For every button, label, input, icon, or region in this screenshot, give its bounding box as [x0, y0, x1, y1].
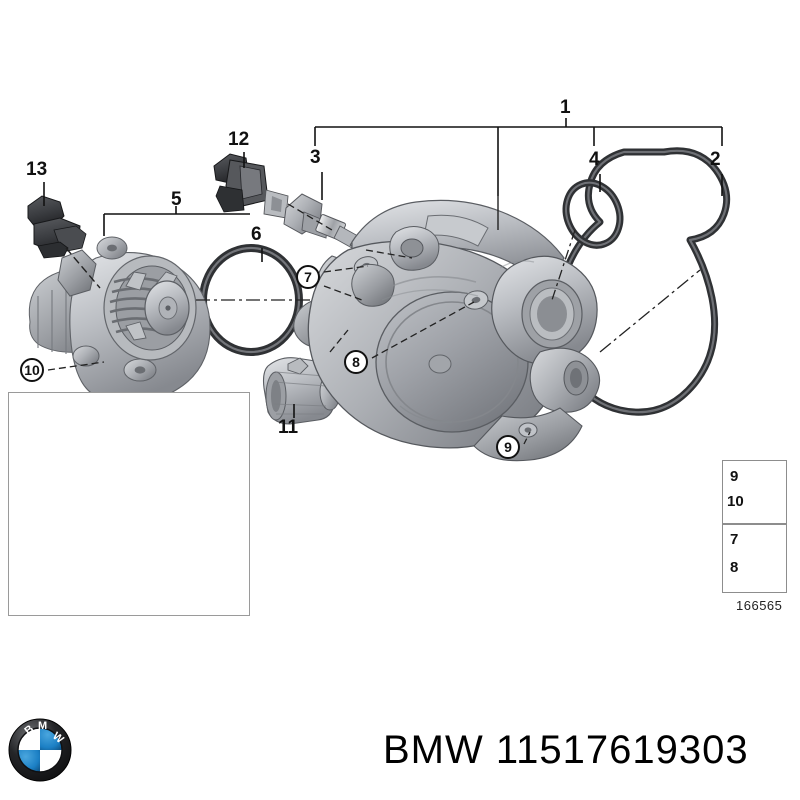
callout-1: 1	[560, 97, 571, 118]
group-bracket-5	[103, 206, 250, 236]
oring-4-artwork	[562, 179, 624, 249]
connector-13-artwork	[27, 195, 87, 259]
callout-circled-7: 7	[296, 265, 320, 289]
group-bracket-1	[314, 118, 723, 196]
callout-6: 6	[251, 224, 262, 245]
svg-text:M: M	[38, 720, 47, 732]
coolant-pump-body-artwork	[293, 199, 601, 462]
callout-3: 3	[310, 147, 321, 168]
engine-block-location-inset	[8, 392, 250, 616]
legend-label-10: 10	[727, 493, 744, 510]
footer-part-number: BMW 11517619303	[383, 728, 749, 772]
callout-circled-8: 8	[344, 350, 368, 374]
legend-divider	[723, 523, 786, 525]
legend-label-9: 9	[730, 468, 739, 485]
callout-circled-10: 10	[20, 358, 44, 382]
callout-11: 11	[278, 417, 299, 438]
callout-5: 5	[171, 189, 182, 210]
thermostat-housing-5-artwork	[28, 236, 211, 405]
callout-stems	[43, 152, 723, 418]
callout-13: 13	[26, 159, 48, 180]
callout-circled-9: 9	[496, 435, 520, 459]
callout-4: 4	[589, 149, 600, 170]
callout-12: 12	[228, 129, 250, 150]
legend-label-8: 8	[730, 559, 739, 576]
legend-label-7: 7	[730, 531, 739, 548]
callout-2: 2	[710, 149, 721, 170]
gasket-2-artwork	[554, 147, 731, 416]
bmw-roundel-logo: B M W	[8, 718, 72, 782]
connector-12-artwork	[213, 153, 289, 219]
drawing-number: 166565	[736, 598, 783, 613]
bolt-legend-box: 9 10 7 8	[722, 460, 787, 593]
leader-lines	[47, 196, 701, 445]
